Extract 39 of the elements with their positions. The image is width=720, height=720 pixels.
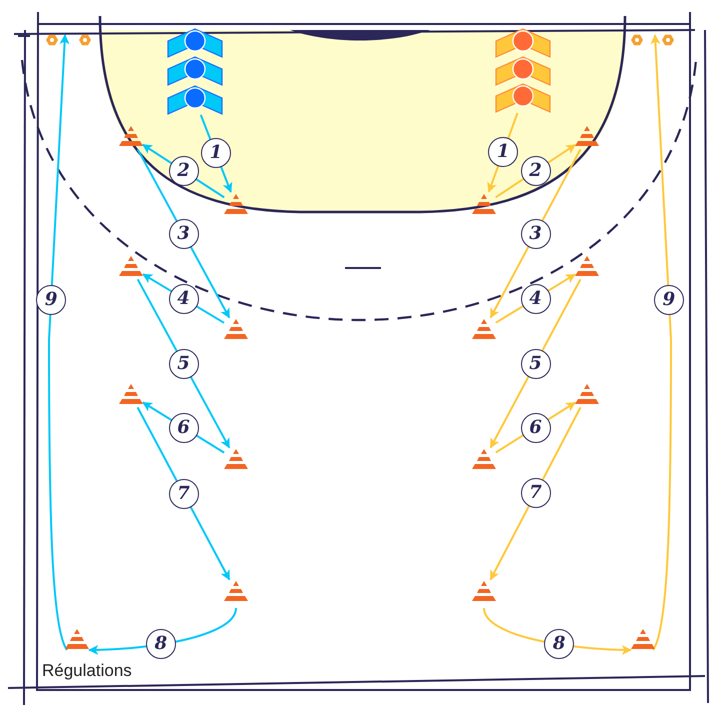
edge-label: 9 — [36, 285, 66, 316]
edge-label: 6 — [168, 412, 198, 442]
player-icon — [493, 27, 553, 59]
cone-icon — [63, 628, 91, 650]
arrow — [48, 34, 70, 650]
edge-label: 9 — [654, 285, 684, 316]
edge-label: 5 — [168, 348, 198, 378]
edge-label: 3 — [520, 218, 550, 248]
cone-icon — [470, 193, 498, 215]
edge-label: 6 — [520, 412, 550, 442]
edge-label: 8 — [544, 629, 574, 660]
edge-label: 5 — [520, 348, 550, 378]
cone-icon — [222, 580, 250, 602]
cone-icon — [629, 628, 657, 650]
cone-icon — [573, 383, 601, 405]
cone-icon — [573, 125, 601, 147]
edge-label: 7 — [520, 478, 550, 508]
cone-icon — [470, 580, 498, 602]
cone-icon — [117, 383, 145, 405]
cone-icon — [470, 448, 498, 470]
note-text: Régulations — [42, 661, 132, 681]
player-icon — [165, 55, 225, 87]
player-icon — [165, 27, 225, 59]
player-icon — [165, 84, 225, 116]
edge-label: 7 — [168, 478, 198, 508]
cone-icon — [470, 318, 498, 340]
cone-icon — [222, 318, 250, 340]
arrow — [650, 34, 672, 650]
edge-label: 8 — [146, 629, 176, 660]
player-icon — [493, 55, 553, 87]
cone-icon — [117, 125, 145, 147]
cone-icon — [222, 448, 250, 470]
cone-icon — [222, 193, 250, 215]
edge-label: 3 — [168, 218, 198, 248]
cone-icon — [117, 255, 145, 277]
edge-label: 4 — [520, 284, 550, 314]
edge-label: 4 — [168, 284, 198, 314]
player-icon — [493, 82, 553, 114]
cone-icon — [573, 255, 601, 277]
